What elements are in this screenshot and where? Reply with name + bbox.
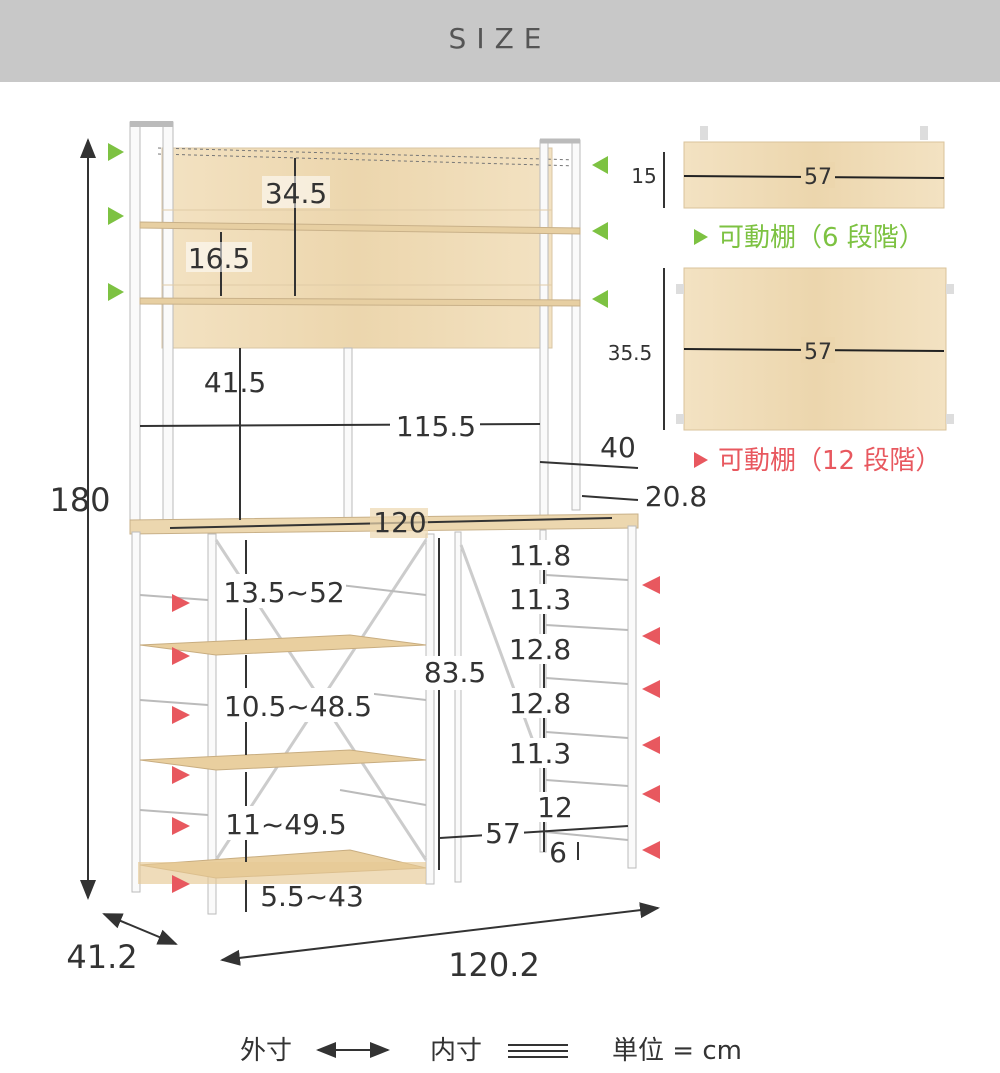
lower-shelf-2 [139,749,427,771]
dim-counter-height: 83.5 [424,656,486,689]
hutch-left-post-back [162,121,174,533]
panel-12-caption: 可動棚（12 段階） [718,446,941,476]
hutch-left-post-front [129,121,141,531]
panel-12-width: 57 [804,340,832,365]
panel-6-height: 15 [631,164,656,188]
panel-6-caption: 可動棚（6 段階） [718,223,925,253]
dim-counter-width: 120 [373,506,426,539]
red-shelf-markers [172,576,660,893]
hutch-shelf-2 [139,297,581,307]
dim-right-gap-7: 6 [549,836,567,869]
dim-right-gap-2: 11.3 [509,583,571,616]
panel-6-width: 57 [804,165,832,190]
panel-12-height: 35.5 [608,341,653,365]
lower-frame [131,525,637,915]
hutch-right-post-front [539,139,549,517]
dim-hutch-clearance: 41.5 [204,366,266,399]
header-bar: SIZE [0,0,1000,82]
shelf-panel-12-step: 57 35.5 可動棚（12 段階） [608,267,954,476]
dim-upper-shelf-spacing: 34.5 [265,177,327,210]
dim-hutch-depth: 40 [600,431,636,464]
page-title: SIZE [448,22,552,55]
dim-right-gap-1: 11.8 [509,539,571,572]
legend-unit-label: 単位 = cm [612,1036,742,1066]
dim-right-gap-5: 11.3 [509,737,571,770]
dim-left-gap-3: 11~49.5 [225,808,346,841]
shelf-panel-6-step: 57 15 可動棚（6 段階） [631,126,945,253]
green-shelf-markers [108,143,608,308]
dim-right-gap-6: 12 [537,791,573,824]
dim-left-gap-2: 10.5~48.5 [224,690,372,723]
legend: 外寸 内寸 単位 = cm [240,1036,742,1066]
dim-left-gap-1: 13.5~52 [223,576,344,609]
hutch [129,121,581,533]
inner-dimension-lines-icon [508,1044,568,1058]
dim-right-gap-4: 12.8 [509,687,571,720]
dim-upper-shelf-spacing-small: 16.5 [188,242,250,275]
legend-outer-label: 外寸 [240,1036,292,1066]
dim-width-total: 120.2 [448,946,540,984]
dim-height-total: 180 [49,481,110,519]
lower-shelf-1 [139,634,427,656]
legend-inner-label: 内寸 [430,1036,482,1066]
dim-right-gap-3: 12.8 [509,633,571,666]
dim-inner-depth: 57 [485,817,521,850]
dim-hutch-inner-width: 115.5 [396,410,476,443]
hutch-right-post-back [571,139,581,511]
dim-left-gap-bottom: 5.5~43 [260,880,364,913]
hutch-shelf-1 [139,221,581,235]
dim-depth-total: 41.2 [66,938,137,976]
dim-hutch-side-depth: 20.8 [645,480,707,513]
